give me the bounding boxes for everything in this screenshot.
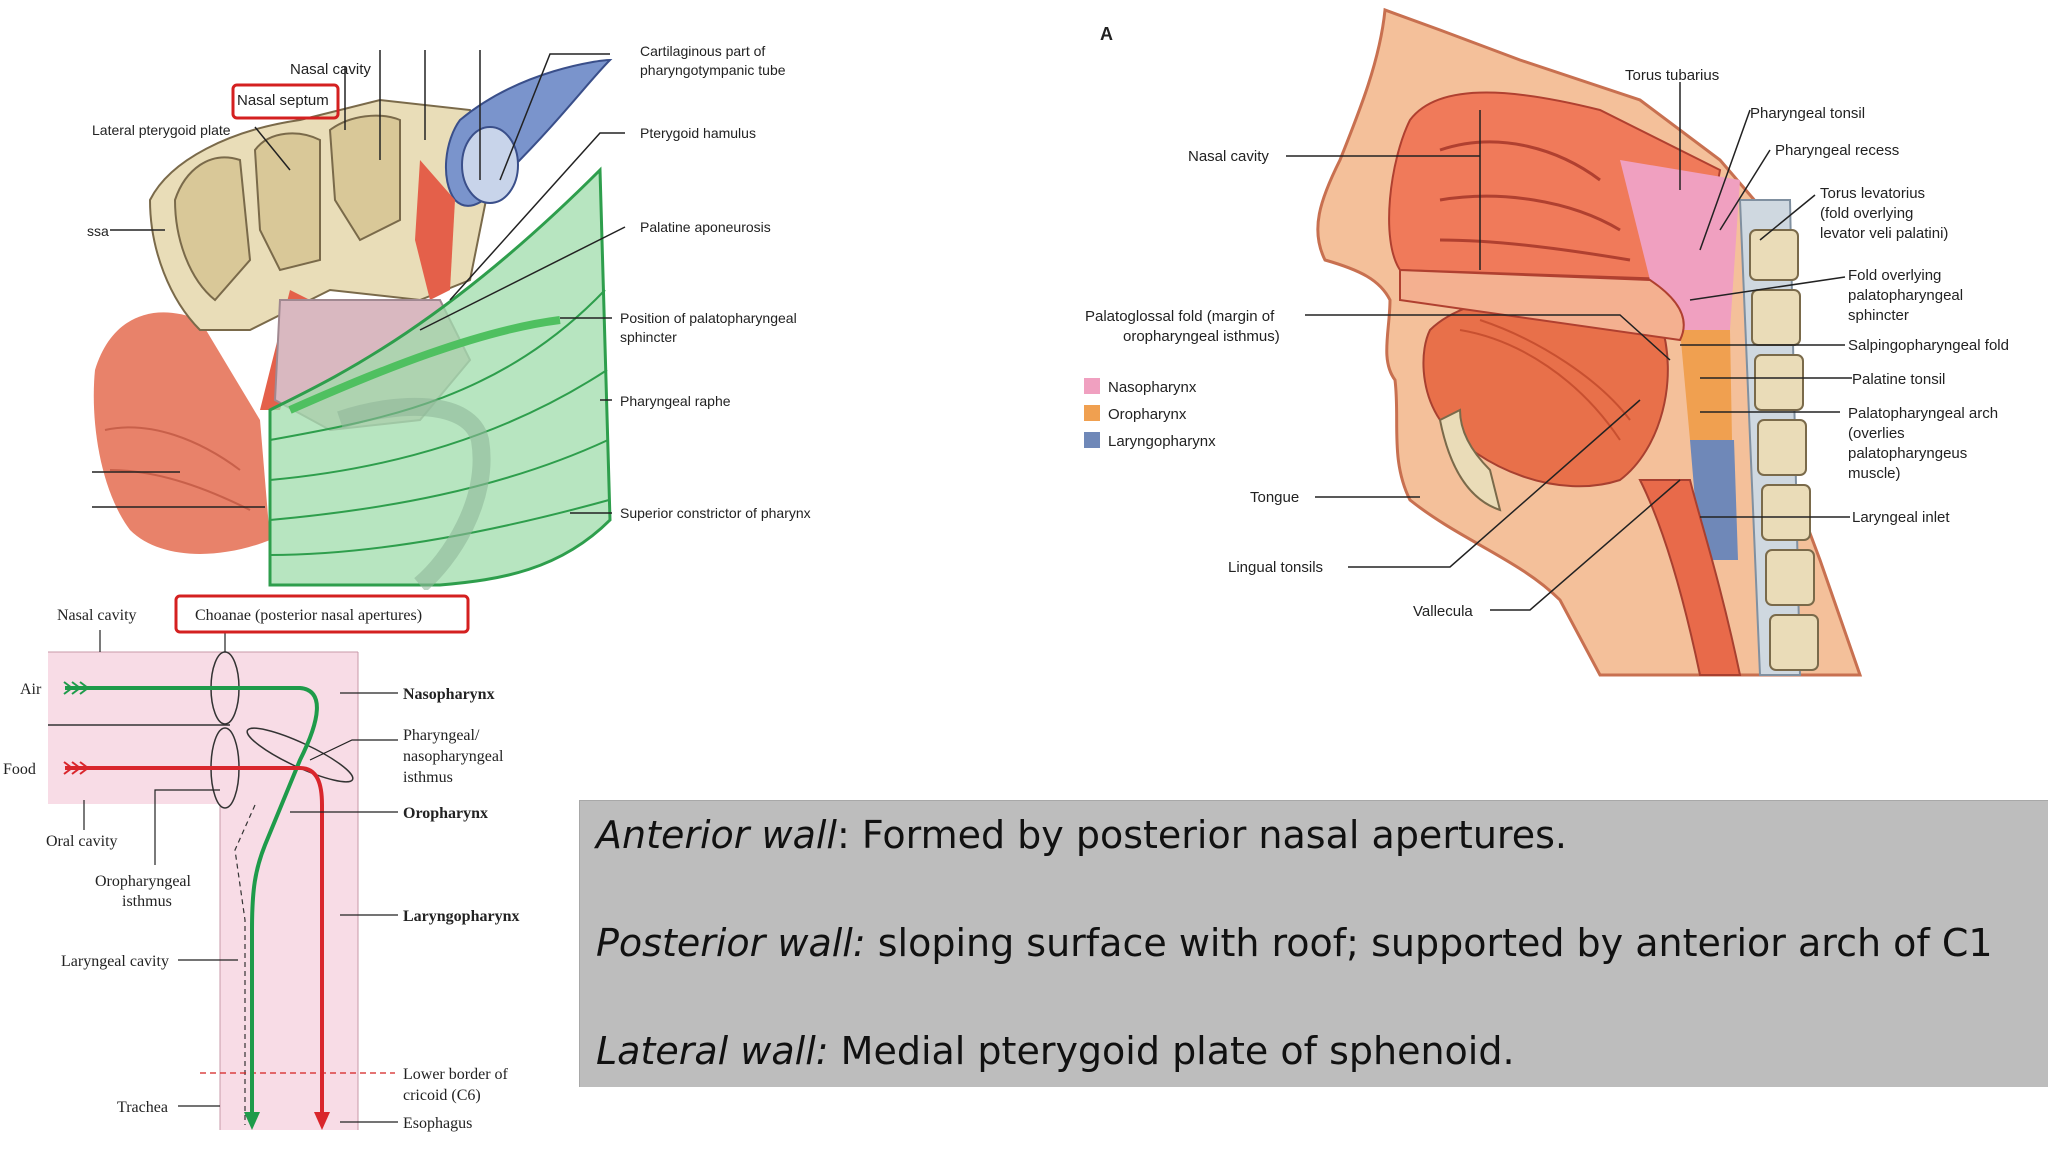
label-salpingopharyngeal-fold: Salpingopharyngeal fold	[1848, 337, 2009, 354]
label-vallecula: Vallecula	[1413, 603, 1473, 620]
label-nasal-cavity: Nasal cavity	[290, 61, 371, 78]
air-pathway	[65, 686, 319, 1120]
label-trachea: Trachea	[117, 1099, 168, 1116]
label-food: Food	[3, 761, 36, 778]
posterior-wall-term: Posterior wall:	[596, 921, 866, 965]
label-choanae: Choanae (posterior nasal apertures)	[195, 607, 422, 624]
label-esophagus: Esophagus	[403, 1115, 472, 1132]
label-pharyngeal-isthmus-3: isthmus	[403, 769, 453, 786]
anterior-wall-line: Anterior wall: Formed by posterior nasal…	[596, 813, 1567, 857]
label-oropharyngeal-isthmus: Oropharyngeal	[95, 873, 192, 890]
muscle-mass-left	[93, 312, 270, 554]
air-food-pathway-schematic: Nasal cavity Choanae (posterior nasal ap…	[3, 594, 519, 1132]
label-fossa-fragment: ssa	[87, 223, 109, 239]
label-fold-overlying: Fold overlying	[1848, 267, 1941, 284]
label-cartilaginous-part-2: pharyngotympanic tube	[640, 62, 786, 78]
label-air: Air	[20, 681, 42, 698]
legend-label-laryngopharynx: Laryngopharynx	[1108, 433, 1216, 450]
posterior-pharynx-illustration: Nasal cavity Nasal septum Lateral pteryg…	[87, 43, 811, 590]
label-lower-border-cricoid-2: cricoid (C6)	[403, 1087, 481, 1104]
label-pharyngeal-raphe: Pharyngeal raphe	[620, 393, 731, 409]
label-lower-border-cricoid: Lower border of	[403, 1066, 509, 1083]
lateral-wall-term: Lateral wall:	[596, 1029, 829, 1073]
superior-constrictor-shape	[268, 166, 612, 587]
legend-swatch-nasopharynx	[1084, 378, 1100, 394]
label-pharyngeal-tonsil: Pharyngeal tonsil	[1750, 105, 1865, 122]
pharynx-walls-textbox: Anterior wall: Formed by posterior nasal…	[579, 800, 2048, 1087]
pathway-background-upper	[48, 652, 358, 804]
sagittal-pharynx-illustration: A Nasopharynx Oropharynx Laryngopharynx	[1084, 7, 2009, 677]
label-palatopharyngeal-arch-3: palatopharyngeus	[1848, 445, 1967, 462]
posterior-wall-text: sloping surface with roof; supported by …	[865, 921, 1993, 965]
label-nasopharynx-c: Nasopharynx	[403, 686, 495, 703]
label-oropharyngeal-isthmus-2: isthmus	[122, 893, 172, 910]
label-pterygoid-hamulus: Pterygoid hamulus	[640, 125, 756, 141]
choanae-highlight-box	[174, 594, 470, 634]
label-nasal-cavity-c: Nasal cavity	[57, 607, 137, 624]
label-palatopharyngeal-arch-2: (overlies	[1848, 425, 1905, 442]
label-nasal-cavity-b: Nasal cavity	[1188, 148, 1269, 165]
label-palatopharyngeal-arch-4: muscle)	[1848, 465, 1901, 482]
label-laryngeal-cavity: Laryngeal cavity	[61, 953, 169, 970]
panel-letter: A	[1100, 24, 1113, 44]
label-pharyngeal-isthmus-2: nasopharyngeal	[403, 748, 504, 765]
food-arrowhead	[314, 1112, 330, 1130]
anterior-wall-text: : Formed by posterior nasal apertures.	[836, 813, 1567, 857]
legend-label-nasopharynx: Nasopharynx	[1108, 379, 1197, 396]
label-fold-overlying-3: sphincter	[1848, 307, 1909, 324]
nasal-cavity-region	[1388, 91, 1722, 282]
label-torus-levatorius: Torus levatorius	[1820, 185, 1925, 202]
label-palatine-tonsil: Palatine tonsil	[1852, 371, 1945, 388]
air-arrowhead	[244, 1112, 260, 1130]
label-lateral-pterygoid-plate: Lateral pterygoid plate	[92, 122, 231, 138]
label-oropharynx-c: Oropharynx	[403, 805, 488, 822]
lateral-wall-text: Medial pterygoid plate of sphenoid.	[828, 1029, 1515, 1073]
label-pharyngeal-recess: Pharyngeal recess	[1775, 142, 1899, 159]
label-palatopharyngeal-arch: Palatopharyngeal arch	[1848, 405, 1998, 422]
label-oral-cavity: Oral cavity	[46, 833, 118, 850]
lateral-wall-line: Lateral wall: Medial pterygoid plate of …	[596, 1029, 1515, 1073]
label-torus-levatorius-3: levator veli palatini)	[1820, 225, 1948, 242]
food-pathway	[65, 766, 324, 1120]
pathway-background-lower	[220, 804, 358, 1130]
legend-label-oropharynx: Oropharynx	[1108, 406, 1187, 423]
nasal-septum-highlight-box	[231, 83, 340, 120]
nasopharynx-region	[1620, 160, 1740, 330]
label-pharyngeal-isthmus: Pharyngeal/	[403, 727, 480, 744]
label-laryngopharynx-c: Laryngopharynx	[403, 908, 519, 925]
label-superior-constrictor: Superior constrictor of pharynx	[620, 505, 811, 521]
label-fold-overlying-2: palatopharyngeal	[1848, 287, 1963, 304]
anterior-wall-term: Anterior wall	[596, 813, 837, 857]
label-position-palatopharyngeal-2: sphincter	[620, 329, 677, 345]
label-position-palatopharyngeal: Position of palatopharyngeal	[620, 310, 797, 326]
label-torus-levatorius-2: (fold overlying	[1820, 205, 1913, 222]
label-palatoglossal-fold-2: oropharyngeal isthmus)	[1123, 328, 1280, 345]
label-palatine-aponeurosis: Palatine aponeurosis	[640, 219, 771, 235]
label-nasal-septum: Nasal septum	[237, 92, 329, 109]
label-lingual-tonsils: Lingual tonsils	[1228, 559, 1323, 576]
legend-swatch-oropharynx	[1084, 405, 1100, 421]
posterior-wall-line: Posterior wall: sloping surface with roo…	[596, 921, 1993, 965]
label-tongue: Tongue	[1250, 489, 1299, 506]
label-palatoglossal-fold: Palatoglossal fold (margin of	[1085, 308, 1275, 325]
label-cartilaginous-part: Cartilaginous part of	[640, 43, 765, 59]
label-torus-tubarius: Torus tubarius	[1625, 67, 1719, 84]
label-laryngeal-inlet: Laryngeal inlet	[1852, 509, 1950, 526]
legend-swatch-laryngopharynx	[1084, 432, 1100, 448]
